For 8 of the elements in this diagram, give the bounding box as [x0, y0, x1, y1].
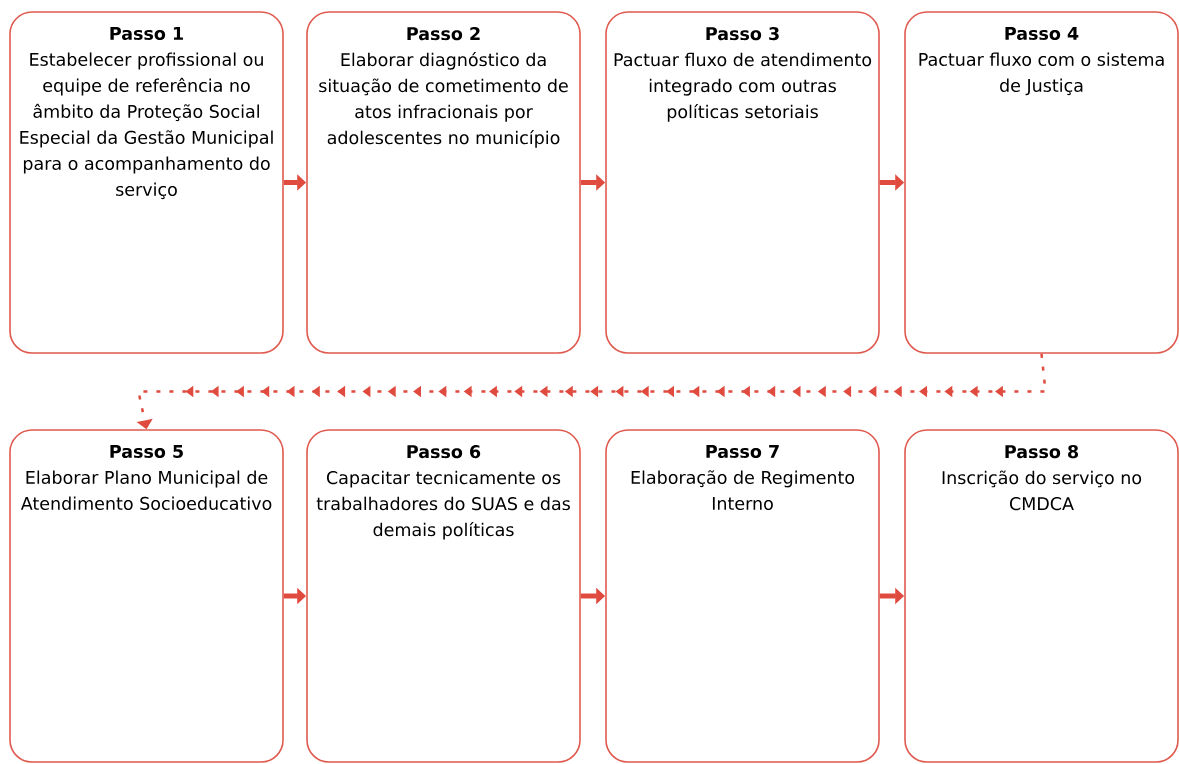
step-box: Passo 1 Estabelecer profissional ou equipe de referência no âmbito da Proteção Social Especial da Gestão Municipal para o acompanhamento do serviço [9, 11, 284, 354]
step-box: Passo 8 Inscrição do serviço no CMDCA [904, 429, 1179, 763]
step-box: Passo 6 Capacitar tecnicamente os trabalhadores do SUAS e das demais políticas [306, 429, 581, 763]
step-box: Passo 5 Elaborar Plano Municipal de Atendimento Socioeducativo [9, 429, 284, 763]
step-box: Passo 4 Pactuar fluxo com o sistema de Justiça [904, 11, 1179, 354]
step-box: Passo 7 Elaboração de Regimento Interno [605, 429, 880, 763]
step-box: Passo 3 Pactuar fluxo de atendimento integrado com outras políticas setoriais [605, 11, 880, 354]
step-box: Passo 2 Elaborar diagnóstico da situação de cometimento de atos infracionais por adolescentes no município [306, 11, 581, 354]
